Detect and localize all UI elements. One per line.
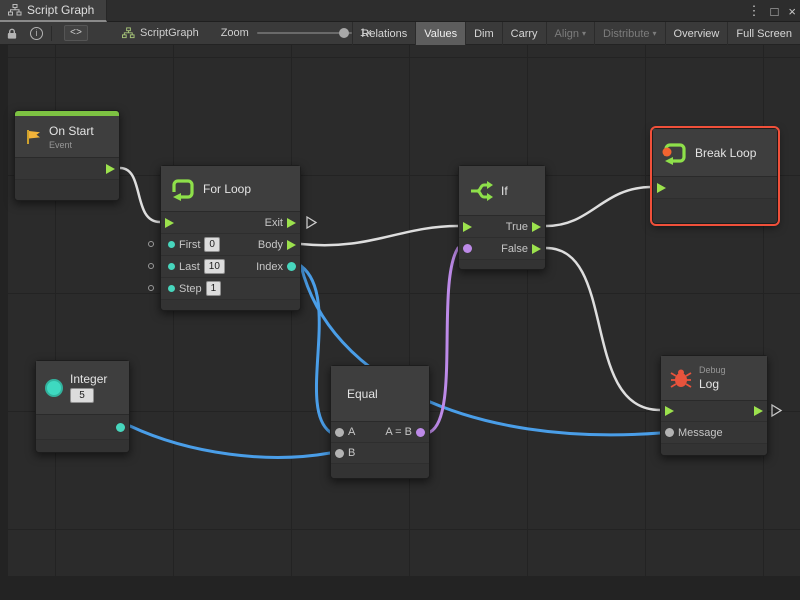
- bug-icon: [670, 369, 692, 388]
- overview-button[interactable]: Overview: [664, 22, 728, 45]
- graph-name-label: ScriptGraph: [140, 27, 199, 39]
- node-break-loop[interactable]: Break Loop: [652, 128, 778, 224]
- port-first-in[interactable]: [168, 241, 175, 248]
- port-onstart-flow-out[interactable]: [106, 163, 115, 174]
- zoom-value: 1x: [359, 27, 372, 39]
- node-subtitle: Event: [49, 139, 73, 150]
- loop-icon: [172, 178, 194, 201]
- port-if-flow-in[interactable]: [463, 221, 472, 232]
- info-icon[interactable]: i: [24, 22, 49, 45]
- chevron-down-icon: ▾: [582, 29, 587, 38]
- port-last-in[interactable]: [168, 263, 175, 270]
- chevron-down-icon: ▾: [652, 29, 657, 38]
- lock-icon[interactable]: [0, 22, 24, 45]
- port-if-true-out[interactable]: [532, 221, 541, 232]
- maximize-icon[interactable]: □: [770, 3, 779, 19]
- last-value-field[interactable]: 10: [203, 259, 225, 274]
- zoom-label: Zoom: [220, 27, 249, 39]
- port-breakloop-flow-in[interactable]: [657, 182, 666, 193]
- zoom-slider[interactable]: [256, 28, 352, 38]
- tab-title: Script Graph: [27, 3, 95, 17]
- event-color-bar: [15, 111, 119, 116]
- port-forloop-flow-in[interactable]: [165, 217, 174, 228]
- wire-onstart-to-forloop[interactable]: [118, 166, 162, 224]
- first-value-field[interactable]: 0: [204, 237, 220, 252]
- integer-icon: [45, 378, 63, 397]
- port-if-false-out[interactable]: [532, 243, 541, 254]
- node-if[interactable]: If True False: [458, 165, 546, 270]
- port-equal-b-in[interactable]: [335, 448, 344, 458]
- distribute-dropdown[interactable]: Distribute ▾: [594, 22, 664, 45]
- edit-source-button[interactable]: <>: [64, 25, 88, 41]
- node-subtitle: Debug: [699, 365, 726, 375]
- integer-value-field[interactable]: 5: [70, 388, 94, 403]
- relations-button[interactable]: Relations: [352, 22, 415, 45]
- node-for-loop[interactable]: For Loop Exit First 0 Body Last: [148, 165, 301, 311]
- prediction-arrow-log-out: [771, 403, 783, 418]
- port-log-flow-out[interactable]: [754, 406, 763, 416]
- node-title: Equal: [347, 386, 378, 401]
- wire-true-to-breakloop[interactable]: [544, 185, 654, 228]
- full-screen-button[interactable]: Full Screen: [727, 22, 800, 45]
- port-log-message-in[interactable]: [665, 428, 674, 437]
- node-title: Log: [699, 377, 720, 391]
- port-ring-first[interactable]: [148, 240, 154, 247]
- port-equal-result-out[interactable]: [416, 427, 425, 437]
- branch-icon: [471, 180, 493, 201]
- flag-icon: [27, 129, 40, 144]
- node-title: If: [501, 183, 508, 198]
- break-loop-icon: [662, 142, 686, 165]
- port-equal-a-in[interactable]: [335, 427, 344, 437]
- graph-canvas: On Start Event For Loop: [0, 45, 800, 600]
- zoom-slider-handle[interactable]: [338, 28, 349, 38]
- port-forloop-body[interactable]: [287, 239, 296, 250]
- carry-button[interactable]: Carry: [501, 22, 546, 45]
- node-equal[interactable]: Equal A A = B B: [330, 365, 430, 479]
- script-graph-icon: [122, 27, 135, 39]
- wire-equal-to-if-condition[interactable]: [428, 246, 460, 434]
- node-title: On Start: [49, 123, 94, 138]
- tab-script-graph[interactable]: Script Graph: [0, 0, 108, 22]
- dim-button[interactable]: Dim: [465, 22, 502, 45]
- node-title: For Loop: [203, 181, 252, 196]
- step-value-field[interactable]: 1: [205, 281, 222, 296]
- node-on-start[interactable]: On Start Event: [14, 110, 120, 201]
- window-menu-icon[interactable]: ⋮: [747, 3, 761, 18]
- port-if-condition-in[interactable]: [463, 244, 472, 253]
- port-forloop-exit[interactable]: [287, 217, 296, 228]
- node-debug-log[interactable]: Debug Log Message: [660, 355, 768, 456]
- port-step-in[interactable]: [168, 285, 175, 292]
- port-ring-step[interactable]: [148, 284, 154, 291]
- port-integer-out[interactable]: [116, 422, 125, 432]
- port-forloop-index-out[interactable]: [287, 262, 296, 271]
- align-dropdown[interactable]: Align ▾: [545, 22, 594, 45]
- wire-integer-to-equal-b[interactable]: [128, 424, 332, 459]
- prediction-arrow-exit: [306, 215, 318, 230]
- graph-toolbar: i <> ScriptGraph Zoom 1x Relations: [0, 22, 800, 45]
- port-ring-last[interactable]: [148, 262, 154, 269]
- close-icon[interactable]: ×: [788, 3, 796, 19]
- wire-false-to-log[interactable]: [544, 246, 662, 412]
- node-title: Integer: [70, 372, 108, 386]
- port-log-flow-in[interactable]: [665, 406, 674, 416]
- node-integer[interactable]: Integer 5: [35, 360, 130, 453]
- wire-body-to-if[interactable]: [299, 224, 460, 247]
- wire-index-to-equal-a[interactable]: [299, 264, 332, 434]
- graph-grid-background[interactable]: [8, 45, 800, 576]
- values-button[interactable]: Values: [415, 22, 466, 45]
- graph-icon: [8, 4, 22, 16]
- title-bar: Script Graph ⋮ □ ×: [0, 0, 800, 22]
- graph-breadcrumb[interactable]: ScriptGraph: [122, 27, 199, 39]
- toolbar-separator: [51, 25, 52, 41]
- node-title: Break Loop: [695, 145, 757, 160]
